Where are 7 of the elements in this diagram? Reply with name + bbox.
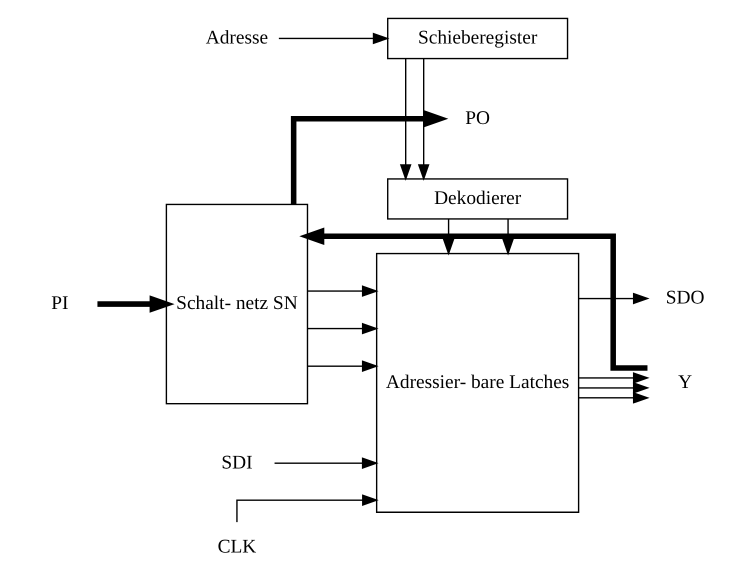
node-text: PI [50, 293, 68, 314]
node-text: CLK [217, 536, 256, 558]
node-text: SDO [665, 288, 704, 309]
node-text: Adresse [205, 28, 268, 49]
node-text: Y [678, 372, 692, 394]
node-text: SDI [220, 452, 252, 474]
node-text: PO [464, 108, 490, 129]
